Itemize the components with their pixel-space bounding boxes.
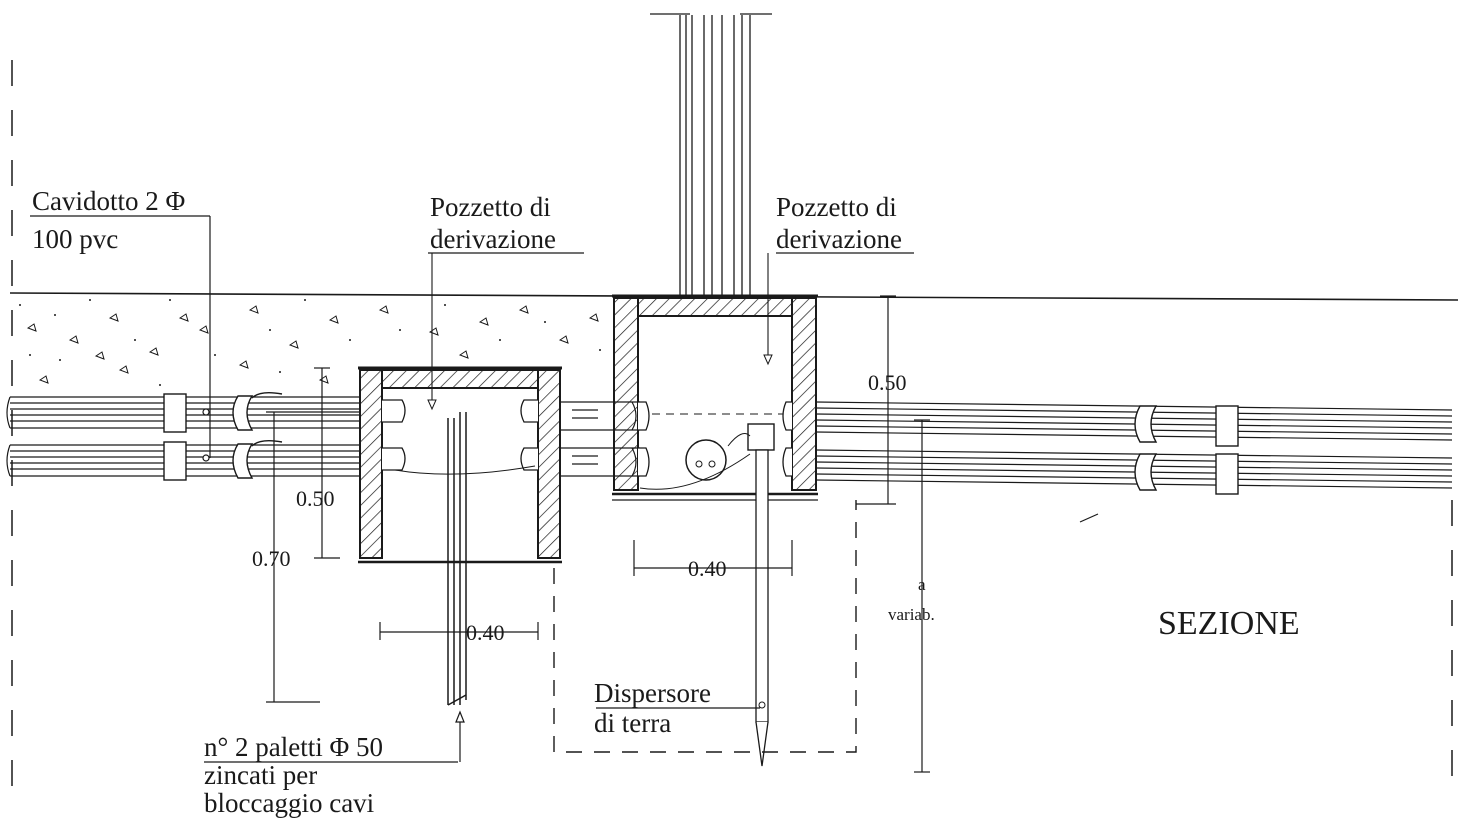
variab-label-line2: variab. bbox=[888, 605, 935, 624]
label-leaders bbox=[204, 252, 914, 763]
gravel-dots bbox=[19, 299, 601, 386]
variab-label-line1: a bbox=[918, 575, 926, 594]
pozzetto-left-label-line1: Pozzetto di bbox=[430, 192, 551, 222]
dim-right-050: 0.50 bbox=[868, 370, 907, 395]
dimension-lines bbox=[266, 295, 930, 773]
right-cable-bundle-lower bbox=[815, 449, 1453, 489]
cavidotto-label-line2: 100 pvc bbox=[32, 224, 118, 254]
dim-mid-040: 0.40 bbox=[688, 556, 727, 581]
dispersore-label-line2: di terra bbox=[594, 708, 671, 738]
pozzetto-left-label-line2: derivazione bbox=[430, 224, 556, 254]
stray-mark bbox=[1079, 513, 1099, 523]
paletti-label-line2: zincati per bbox=[204, 760, 317, 790]
paletti-label-line3: bloccaggio cavi bbox=[204, 788, 374, 818]
gravel-fill bbox=[26, 305, 599, 384]
right-cable-bundle-upper bbox=[815, 401, 1453, 441]
dispersore-label-line1: Dispersore bbox=[594, 678, 711, 708]
paletti-label-line1: n° 2 paletti Φ 50 bbox=[204, 732, 383, 762]
pozzetto-right-label-line1: Pozzetto di bbox=[776, 192, 897, 222]
dim-left-070: 0.70 bbox=[252, 546, 291, 571]
section-title: SEZIONE bbox=[1158, 605, 1300, 642]
right-pozzetto bbox=[612, 253, 818, 767]
pozzetto-right-label-line2: derivazione bbox=[776, 224, 902, 254]
cavidotto-leader bbox=[30, 215, 211, 462]
dim-left-040: 0.40 bbox=[466, 620, 505, 645]
left-conduit-clamps bbox=[163, 391, 283, 481]
cavidotto-label-line1: Cavidotto 2 Φ bbox=[32, 186, 185, 216]
right-conduit-clamps bbox=[1134, 405, 1239, 495]
excavation-outline bbox=[553, 500, 857, 753]
dim-left-050: 0.50 bbox=[296, 486, 335, 511]
vertical-conduits bbox=[650, 13, 772, 296]
left-pozzetto bbox=[358, 253, 562, 706]
